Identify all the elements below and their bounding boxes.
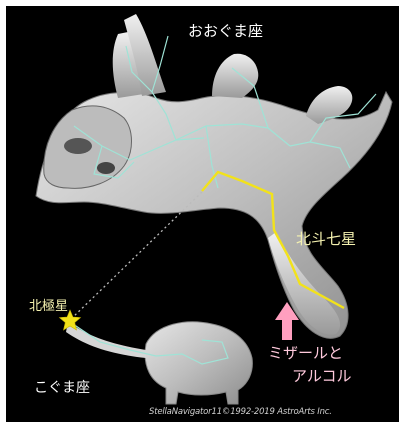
ursa-minor-figure	[66, 322, 252, 404]
big-dipper-label: 北斗七星	[296, 228, 356, 249]
ursa-major-leg-3	[212, 54, 258, 98]
ursa-major-leg-4	[306, 86, 352, 124]
copyright-credit: StellaNavigator11©1992-2019 AstroArts In…	[149, 407, 332, 417]
ursa-major-label: おおぐま座	[188, 20, 263, 41]
mizar-alcor-label-line1: ミザールと	[268, 342, 343, 363]
polaris-label: 北極星	[29, 295, 68, 314]
star-chart: おおぐま座 北斗七星 北極星 ミザールと アルコル こぐま座 StellaNav…	[6, 6, 399, 422]
ursa-minor-label: こぐま座	[34, 377, 90, 397]
mizar-alcor-label-line2: アルコル	[292, 365, 352, 386]
